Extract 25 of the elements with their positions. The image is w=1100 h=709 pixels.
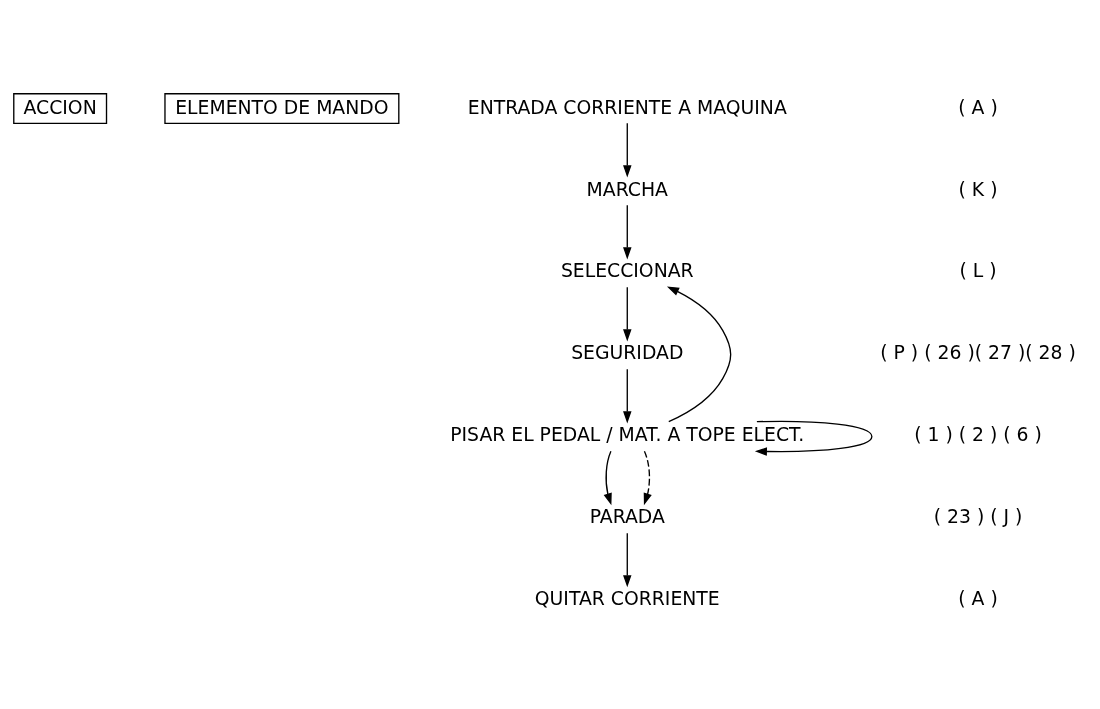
- label: ( K ): [958, 178, 998, 200]
- arrow: [754, 420, 873, 456]
- node-text: PISAR EL PEDAL / MAT. A TOPE ELECT.: [450, 424, 805, 446]
- node-box: ELEMENTO DE MANDO: [164, 93, 400, 124]
- label: ( L ): [959, 260, 997, 282]
- label: ( A ): [958, 96, 998, 118]
- node-text: SEGURIDAD: [571, 342, 684, 364]
- node-text: QUITAR CORRIENTE: [534, 588, 720, 610]
- arrow: [623, 532, 632, 588]
- node-text: SELECCIONAR: [560, 260, 694, 282]
- arrow: [623, 122, 632, 178]
- node-text: MARCHA: [586, 178, 668, 200]
- node-box: ACCION: [13, 93, 108, 124]
- label: ( P ) ( 26 )( 27 )( 28 ): [880, 342, 1076, 364]
- arrow: [623, 204, 632, 260]
- label: ( 23 ) ( J ): [933, 506, 1023, 528]
- label: ( A ): [958, 588, 998, 610]
- arrow: [603, 450, 612, 506]
- node-text: ENTRADA CORRIENTE A MAQUINA: [467, 96, 787, 118]
- arrow: [623, 368, 632, 424]
- label: ( 1 ) ( 2 ) ( 6 ): [914, 424, 1042, 446]
- arrow: [643, 450, 652, 506]
- node-text: PARADA: [589, 506, 665, 528]
- arrow: [623, 286, 632, 342]
- arrow: [666, 286, 732, 423]
